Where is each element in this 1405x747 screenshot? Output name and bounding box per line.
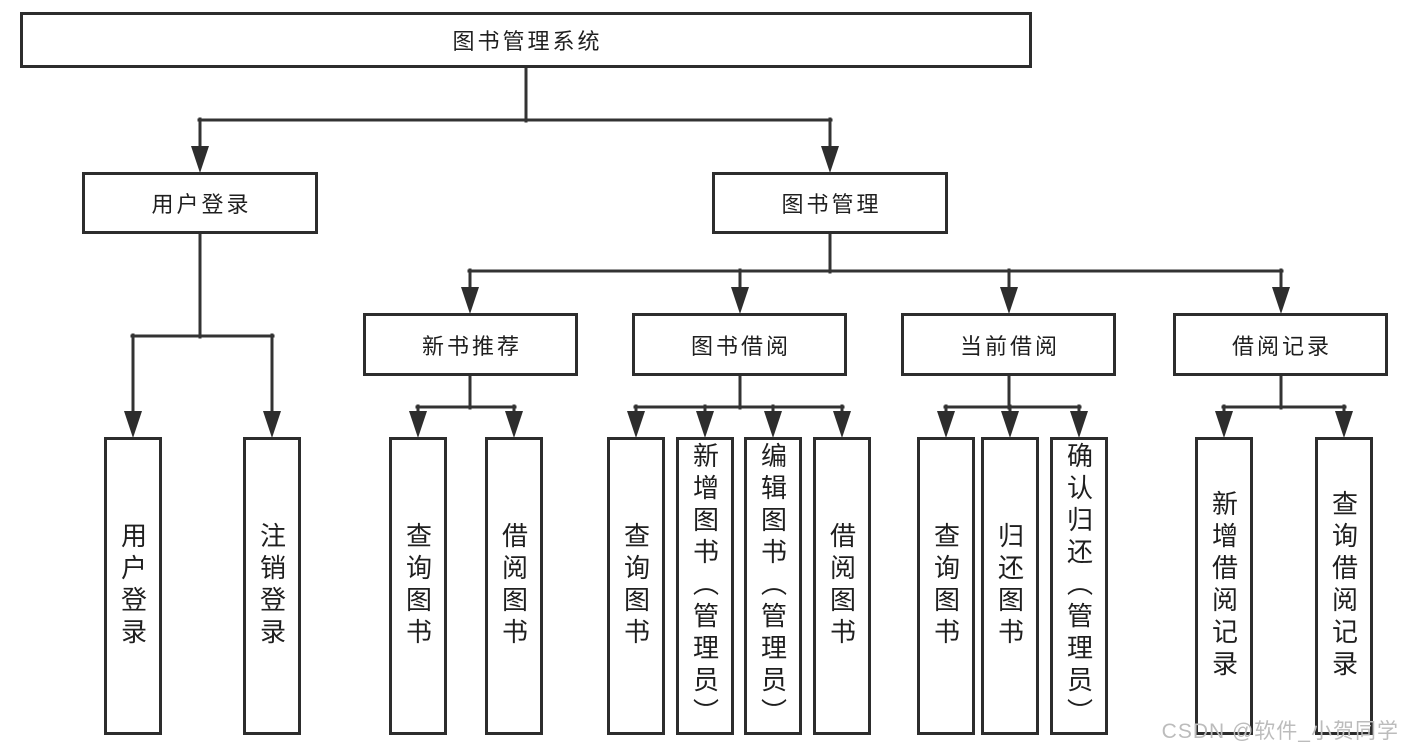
node-book-borrow: 图书借阅	[632, 313, 847, 376]
node-book-management-label: 图书管理	[781, 192, 882, 217]
node-confirm-return-admin: 确认归还（管理员）	[1050, 437, 1108, 735]
node-query-book-borrow-label: 查询图书	[620, 522, 651, 650]
node-query-book-recommend: 查询图书	[389, 437, 447, 735]
node-add-borrow-record: 新增借阅记录	[1195, 437, 1253, 735]
node-add-book-admin-label: 新增图书（管理员）	[689, 442, 720, 730]
node-edit-book-admin-label: 编辑图书（管理员）	[757, 442, 788, 730]
node-query-borrow-record: 查询借阅记录	[1315, 437, 1373, 735]
node-borrow-records: 借阅记录	[1173, 313, 1388, 376]
node-borrow-book-action: 借阅图书	[813, 437, 871, 735]
node-new-book-recommend-label: 新书推荐	[421, 333, 522, 359]
node-user-login-label: 用户登录	[151, 192, 252, 217]
node-current-borrow-label: 当前借阅	[959, 333, 1060, 359]
node-return-book-label: 归还图书	[994, 522, 1025, 650]
node-confirm-return-admin-label: 确认归还（管理员）	[1063, 442, 1094, 730]
node-query-book-borrow: 查询图书	[607, 437, 665, 735]
node-root-label: 图书管理系统	[452, 29, 603, 54]
node-query-book-current-label: 查询图书	[930, 522, 961, 650]
node-add-borrow-record-label: 新增借阅记录	[1208, 490, 1239, 682]
node-new-book-recommend: 新书推荐	[363, 313, 578, 376]
node-add-book-admin: 新增图书（管理员）	[676, 437, 734, 735]
node-borrow-book-recommend: 借阅图书	[485, 437, 543, 735]
node-query-book-current: 查询图书	[917, 437, 975, 735]
node-borrow-book-recommend-label: 借阅图书	[498, 522, 529, 650]
node-user-login-action-label: 用户登录	[117, 522, 148, 650]
node-borrow-records-label: 借阅记录	[1231, 333, 1332, 359]
node-edit-book-admin: 编辑图书（管理员）	[744, 437, 802, 735]
node-user-login: 用户登录	[82, 172, 318, 234]
node-query-book-recommend-label: 查询图书	[402, 522, 433, 650]
node-user-login-action: 用户登录	[104, 437, 162, 735]
node-query-borrow-record-label: 查询借阅记录	[1328, 490, 1359, 682]
node-book-management: 图书管理	[712, 172, 948, 234]
node-return-book: 归还图书	[981, 437, 1039, 735]
node-current-borrow: 当前借阅	[901, 313, 1116, 376]
node-logout-action: 注销登录	[243, 437, 301, 735]
node-root: 图书管理系统	[20, 12, 1032, 68]
node-book-borrow-label: 图书借阅	[690, 333, 791, 359]
csdn-watermark: CSDN @软件_小贺同学	[1161, 720, 1399, 743]
node-logout-action-label: 注销登录	[256, 522, 287, 650]
node-borrow-book-action-label: 借阅图书	[826, 522, 857, 650]
